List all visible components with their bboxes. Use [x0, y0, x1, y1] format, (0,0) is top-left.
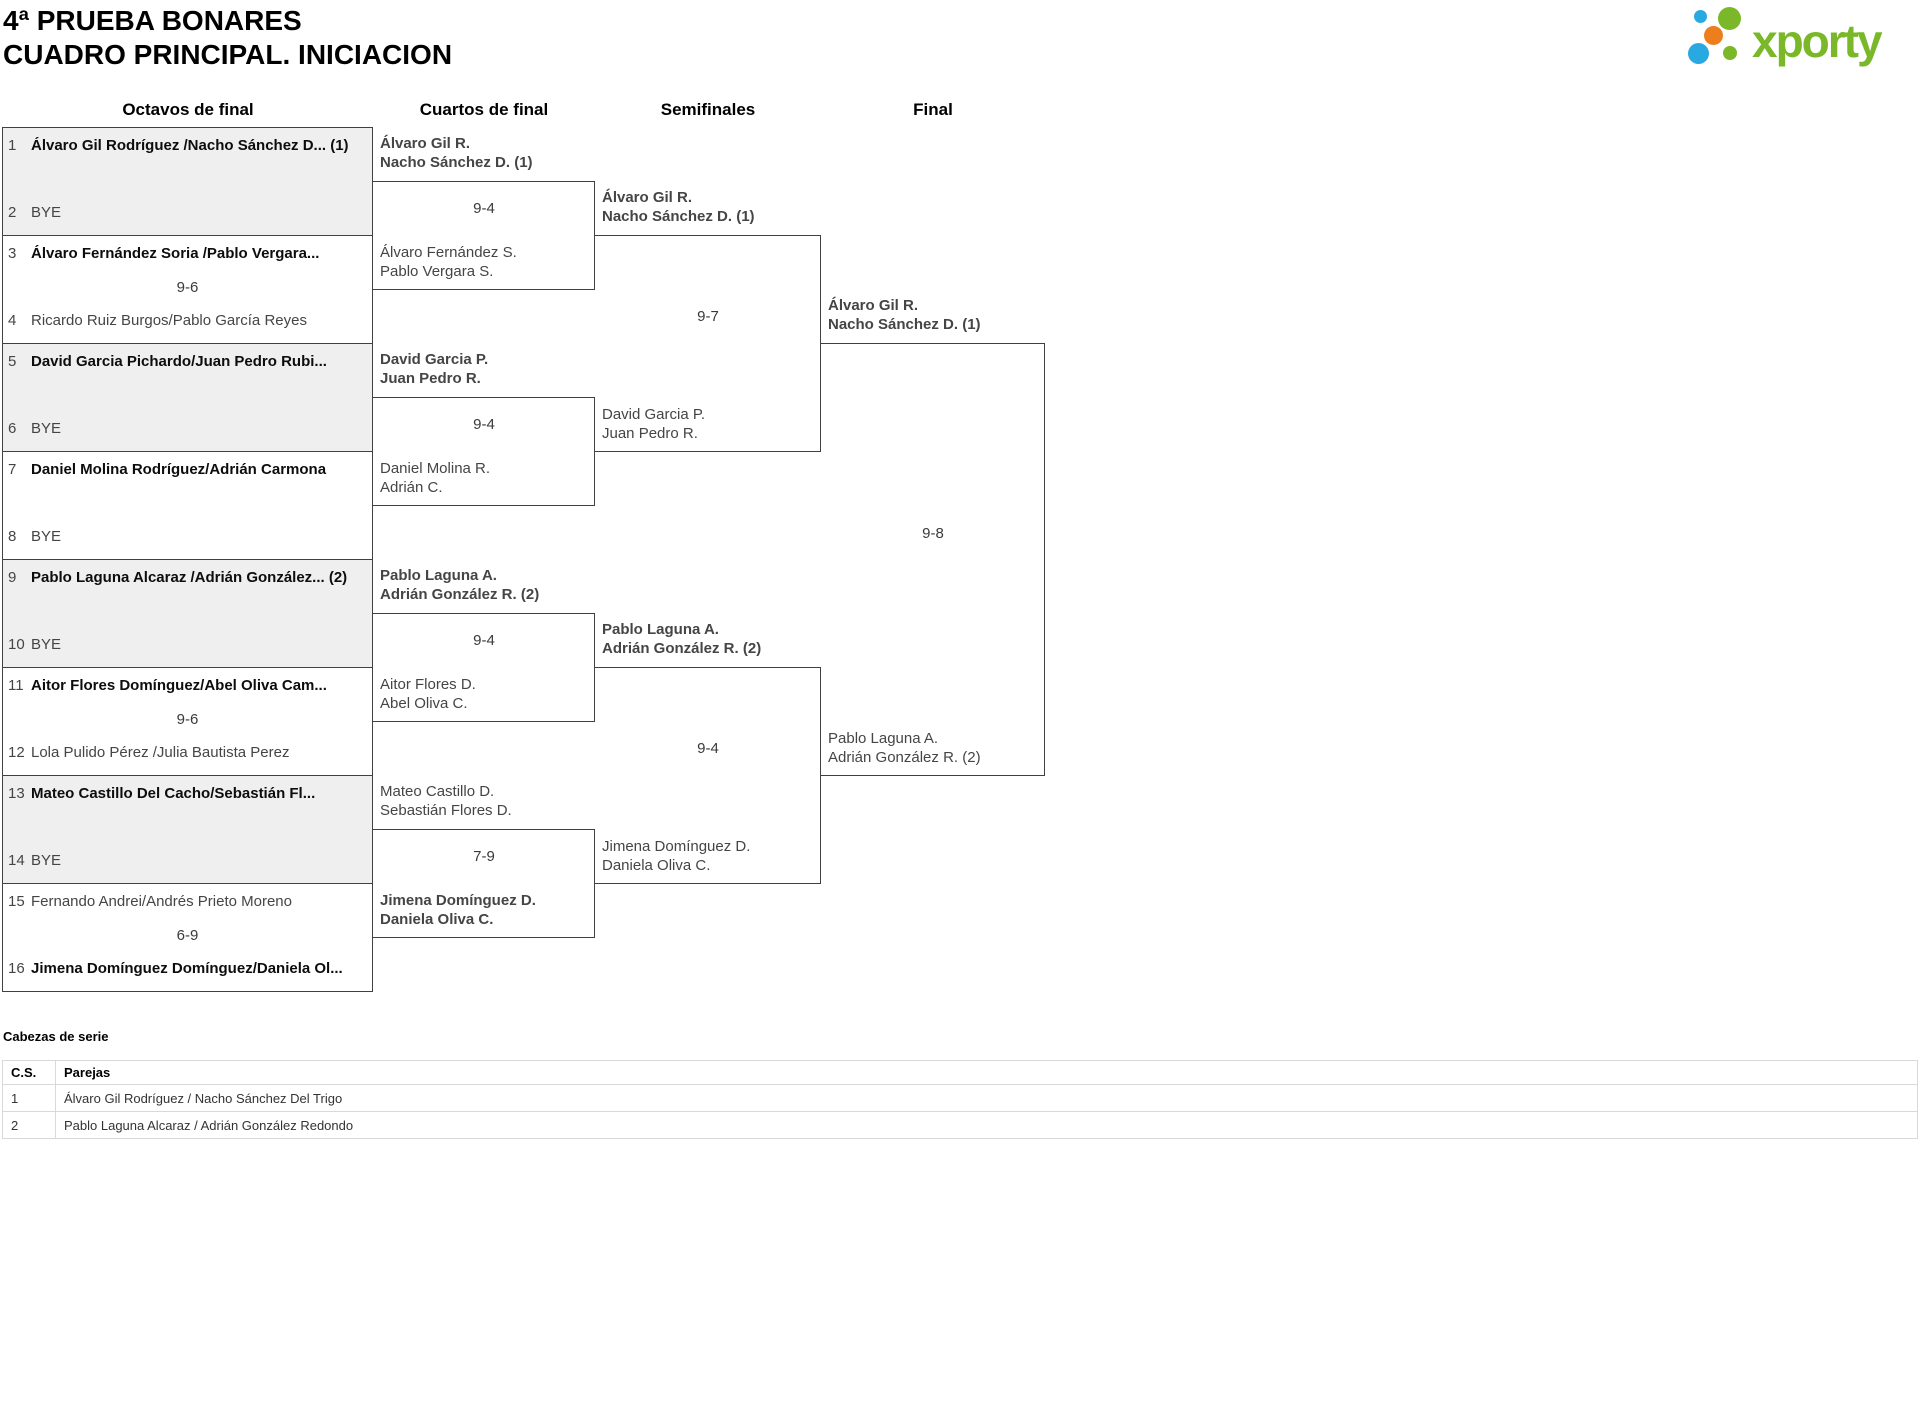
entry-pair-name: Lola Pulido Pérez /Julia Bautista Perez — [31, 744, 290, 761]
cuartos-match-score: 9-4 — [473, 632, 495, 649]
entry-bye: BYE — [31, 852, 62, 869]
entry-pair-name: Mateo Castillo Del Cacho/Sebastián Fl... — [31, 785, 316, 802]
octavos-match-box — [2, 559, 373, 668]
match-score: 6-9 — [176, 927, 199, 944]
cuartos-match-score: 9-4 — [473, 200, 495, 217]
final-match-score: 9-8 — [922, 525, 944, 542]
entry-pair-name: Pablo Laguna Alcaraz /Adrián González...… — [31, 569, 348, 586]
semifinal-match-box — [595, 667, 821, 884]
cuartos-match-box — [373, 613, 595, 722]
cuartos-match-bottom-pair: Álvaro Fernández S.Pablo Vergara S. — [380, 244, 517, 280]
seed-pair-cell: Álvaro Gil Rodríguez / Nacho Sánchez Del… — [55, 1084, 1918, 1112]
entry-pair-name: Jimena Domínguez Domínguez/Daniela Ol... — [31, 960, 343, 977]
logo-dot-blue-small-icon — [1694, 10, 1707, 23]
page-title-line1: 4ª PRUEBA BONARES — [3, 5, 302, 36]
tournament-bracket: 1 Álvaro Gil Rodríguez /Nacho Sánchez D..… — [0, 0, 1100, 1010]
octavos-match-box — [2, 235, 373, 344]
logo-dot-orange-icon — [1704, 26, 1723, 45]
entry-pair-name: Álvaro Fernández Soria /Pablo Vergara... — [31, 245, 320, 262]
semifinal-match-box — [595, 235, 821, 452]
page-title-line2: CUADRO PRINCIPAL. INICIACION — [3, 39, 453, 70]
xporty-logo[interactable]: xporty — [1678, 4, 1918, 76]
octavos-match-box — [2, 883, 373, 992]
logo-dot-green-big-icon — [1718, 7, 1741, 30]
cuartos-match-bottom-pair: Jimena Domínguez D.Daniela Oliva C. — [380, 892, 536, 928]
octavos-match-box — [2, 451, 373, 560]
entry-seed-number: 11 — [8, 677, 24, 694]
semifinal-match-score: 9-7 — [697, 308, 719, 325]
entry-pair-name: Daniel Molina Rodríguez/Adrián Carmona — [31, 461, 327, 478]
entry-pair-name: Ricardo Ruiz Burgos/Pablo García Reyes — [31, 312, 307, 329]
entry-seed-number: 7 — [8, 461, 17, 478]
entry-pair-name: David Garcia Pichardo/Juan Pedro Rubi... — [31, 353, 327, 370]
entry-seed-number: 15 — [8, 893, 25, 910]
seed-number-cell: 2 — [2, 1111, 56, 1139]
match-score: 9-6 — [176, 711, 199, 728]
logo-wordmark: xporty — [1752, 15, 1883, 67]
entry-bye: BYE — [31, 528, 62, 545]
semifinal-match-score: 9-4 — [697, 740, 719, 757]
cuartos-match-bottom-pair: Aitor Flores D.Abel Oliva C. — [380, 676, 476, 712]
seed-pair-cell: Pablo Laguna Alcaraz / Adrián González R… — [55, 1111, 1918, 1139]
round-header-semifinales: Semifinales — [660, 100, 756, 119]
entry-seed-number: 12 — [8, 744, 25, 761]
round-header-octavos: Octavos de final — [122, 100, 254, 119]
final-match-top-pair: Álvaro Gil R.Nacho Sánchez D. (1) — [828, 297, 981, 333]
final-match-box — [821, 343, 1045, 776]
logo-dot-green-small-icon — [1723, 46, 1737, 60]
octavos-match-box — [2, 343, 373, 452]
semifinal-match-top-pair: Álvaro Gil R.Nacho Sánchez D. (1) — [602, 189, 755, 225]
round-header-cuartos: Cuartos de final — [419, 100, 549, 119]
match-score: 9-6 — [176, 279, 199, 296]
seeds-col-cs: C.S. — [2, 1060, 56, 1085]
logo-dot-blue-big-icon — [1688, 43, 1709, 64]
entry-seed-number: 9 — [8, 569, 17, 586]
cuartos-match-box — [373, 829, 595, 938]
entry-seed-number: 5 — [8, 353, 17, 370]
page-title: 4ª PRUEBA BONARES CUADRO PRINCIPAL. INIC… — [3, 4, 452, 72]
final-match-bottom-pair: Pablo Laguna A.Adrián González R. (2) — [828, 730, 981, 766]
entry-seed-number: 4 — [8, 312, 17, 329]
entry-seed-number: 3 — [8, 245, 17, 262]
seeds-section-title: Cabezas de serie — [3, 1029, 109, 1044]
entry-bye: BYE — [31, 204, 62, 221]
entry-seed-number: 6 — [8, 420, 17, 437]
seeds-col-parejas: Parejas — [55, 1060, 1918, 1085]
cuartos-match-top-pair: Mateo Castillo D.Sebastián Flores D. — [380, 783, 512, 819]
cuartos-match-score: 9-4 — [473, 416, 495, 433]
entry-seed-number: 13 — [8, 785, 25, 802]
entry-seed-number: 1 — [8, 137, 17, 154]
cuartos-match-top-pair: Álvaro Gil R.Nacho Sánchez D. (1) — [380, 135, 533, 171]
octavos-match-box — [2, 667, 373, 776]
seeds-table-header-row: C.S. Parejas — [2, 1060, 1918, 1085]
semifinal-match-top-pair: Pablo Laguna A.Adrián González R. (2) — [602, 621, 762, 657]
entry-seed-number: 10 — [8, 636, 25, 653]
entry-bye: BYE — [31, 636, 62, 653]
cuartos-match-top-pair: Pablo Laguna A.Adrián González R. (2) — [380, 567, 540, 603]
cuartos-match-box — [373, 181, 595, 290]
semifinal-match-bottom-pair: David Garcia P.Juan Pedro R. — [602, 406, 706, 442]
seed-number-cell: 1 — [2, 1084, 56, 1112]
entry-seed-number: 14 — [8, 852, 25, 869]
semifinal-match-bottom-pair: Jimena Domínguez D.Daniela Oliva C. — [602, 838, 751, 874]
entry-pair-name: Fernando Andrei/Andrés Prieto Moreno — [31, 893, 292, 910]
cuartos-match-box — [373, 397, 595, 506]
cuartos-match-bottom-pair: Daniel Molina R.Adrián C. — [380, 460, 491, 496]
entry-bye: BYE — [31, 420, 62, 437]
entry-seed-number: 16 — [8, 960, 25, 977]
entry-pair-name: Álvaro Gil Rodríguez /Nacho Sánchez D...… — [31, 137, 349, 154]
cuartos-match-top-pair: David Garcia P.Juan Pedro R. — [380, 351, 489, 387]
octavos-match-box — [2, 127, 373, 236]
entry-seed-number: 2 — [8, 204, 17, 221]
round-header-final: Final — [913, 100, 953, 119]
entry-seed-number: 8 — [8, 528, 17, 545]
cuartos-match-score: 7-9 — [473, 848, 495, 865]
entry-pair-name: Aitor Flores Domínguez/Abel Oliva Cam... — [31, 677, 327, 694]
